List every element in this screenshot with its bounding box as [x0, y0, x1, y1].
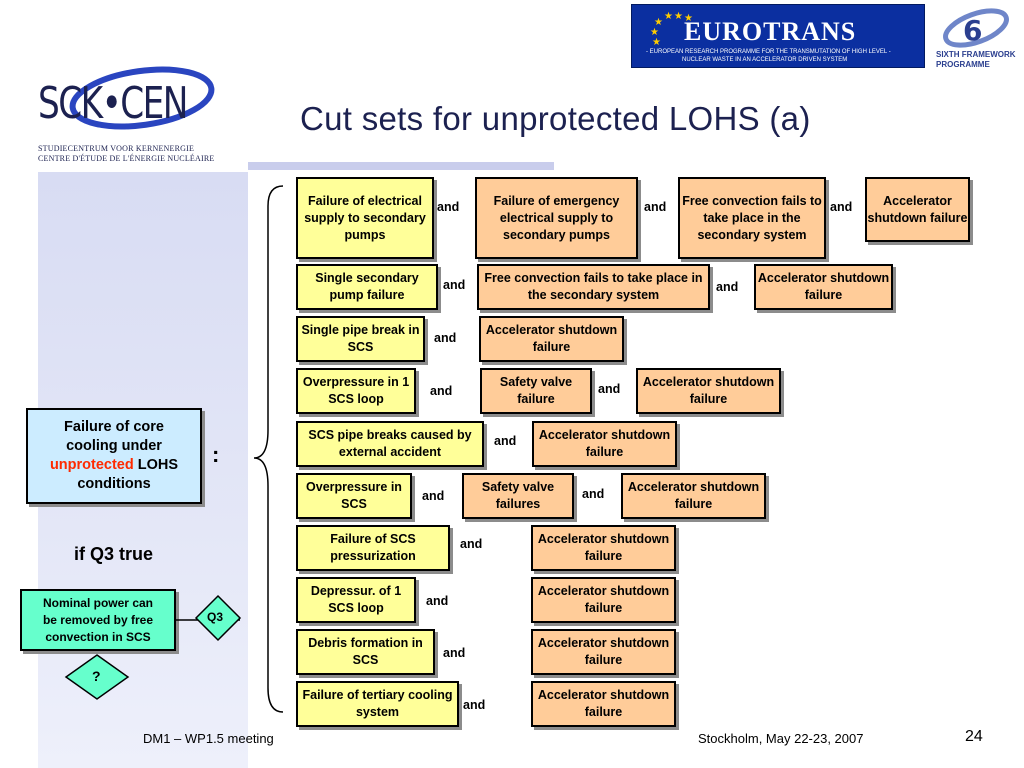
cut-box: Accelerator shutdown failure — [532, 421, 677, 467]
svg-text:★: ★ — [654, 17, 663, 28]
cut-box: Safety valve failure — [480, 368, 592, 414]
cut-box: Accelerator shutdown failure — [479, 316, 624, 362]
cut-box: Depressur. of 1 SCS loop — [296, 577, 416, 623]
sixth-framework-text: SIXTH FRAMEWORK PROGRAMME — [936, 50, 1016, 70]
core-lohs: LOHS — [133, 457, 179, 473]
cut-box: Single pipe break in SCS — [296, 316, 425, 362]
condition-label: if Q3 true — [74, 544, 154, 564]
cut-box: Free convection fails to take place in t… — [477, 264, 710, 310]
svg-text:6: 6 — [963, 14, 982, 47]
cut-box: Accelerator shutdown failure — [621, 473, 766, 519]
cut-box: Accelerator shutdown failure — [865, 177, 970, 242]
logo-swoosh-icon — [69, 66, 215, 130]
core-unprotected: unprotected — [49, 457, 134, 473]
title-underline-bar — [248, 162, 554, 170]
nominal-line2: be removed by free — [42, 612, 154, 627]
cut-box: Overpressure in SCS — [296, 473, 412, 519]
and-label: and — [598, 382, 621, 396]
question-label: ? — [92, 668, 101, 684]
and-label: and — [437, 200, 460, 214]
and-label: and — [716, 280, 739, 294]
cut-box: Accelerator shutdown failure — [531, 681, 676, 727]
logo-subtitle-2: CENTRE D'ÉTUDE DE L'ÉNERGIE NUCLÉAIRE — [38, 154, 215, 163]
cut-box: Single secondary pump failure — [296, 264, 438, 310]
svg-text:★: ★ — [652, 37, 661, 48]
cut-box: Overpressure in 1 SCS loop — [296, 368, 416, 414]
cut-box: SCS pipe breaks caused by external accid… — [296, 421, 484, 467]
nominal-power-box: Nominal power can be removed by free con… — [20, 589, 176, 651]
eurotrans-subtitle-2: NUCLEAR WASTE IN AN ACCELERATOR DRIVEN S… — [682, 57, 848, 63]
logo-name: SCK•CEN — [38, 78, 188, 129]
nominal-line3: convection in SCS — [45, 629, 151, 644]
cut-box: Accelerator shutdown failure — [531, 577, 676, 623]
colon-separator: : — [212, 442, 220, 467]
and-label: and — [434, 331, 457, 345]
footer-location-date: Stockholm, May 22-23, 2007 — [698, 731, 864, 746]
sixth-framework-logo-icon: 6 — [943, 8, 1009, 48]
nominal-line1: Nominal power can — [42, 595, 153, 610]
page-title: Cut sets for unprotected LOHS (a) — [300, 100, 811, 137]
eurotrans-subtitle-1: - EUROPEAN RESEARCH PROGRAMME FOR THE TR… — [646, 49, 891, 55]
footer-meeting: DM1 – WP1.5 meeting — [143, 731, 274, 746]
core-line1: Failure of core — [64, 419, 164, 435]
cut-box: Free convection fails to take place in t… — [678, 177, 826, 259]
cut-box: Safety valve failures — [462, 473, 574, 519]
and-label: and — [463, 698, 486, 712]
eurotrans-name: EUROTRANS — [684, 17, 857, 46]
core-cooling-failure-box: Failure of core cooling under unprotecte… — [26, 408, 202, 504]
and-label: and — [644, 200, 667, 214]
cut-box: Accelerator shutdown failure — [754, 264, 893, 310]
page-number: 24 — [965, 728, 983, 745]
core-line4: conditions — [77, 476, 151, 492]
cut-box: Debris formation in SCS — [296, 629, 435, 675]
cut-box: Failure of tertiary cooling system — [296, 681, 459, 727]
q3-diamond-icon — [194, 594, 242, 642]
logo-subtitle-1: STUDIECENTRUM VOOR KERNENERGIE — [38, 144, 195, 153]
cut-box: Accelerator shutdown failure — [531, 629, 676, 675]
and-label: and — [426, 594, 449, 608]
sck-cen-logo: SCK•CEN STUDIECENTRUM VOOR KERNENERGIE C… — [32, 52, 232, 172]
cut-box: Failure of emergency electrical supply t… — [475, 177, 638, 259]
and-label: and — [494, 434, 517, 448]
q3-label: Q3 — [207, 610, 224, 624]
and-label: and — [430, 384, 453, 398]
and-label: and — [460, 537, 483, 551]
svg-text:★: ★ — [664, 11, 673, 22]
fp6-line1: SIXTH FRAMEWORK — [936, 50, 1016, 59]
svg-text:★: ★ — [674, 11, 683, 22]
and-label: and — [443, 278, 466, 292]
question-diamond-icon — [64, 654, 130, 700]
and-label: and — [582, 487, 605, 501]
cut-box: Accelerator shutdown failure — [636, 368, 781, 414]
svg-text:★: ★ — [650, 27, 659, 38]
core-line2: cooling under — [66, 438, 162, 454]
cut-box: Accelerator shutdown failure — [531, 525, 676, 571]
and-label: and — [422, 489, 445, 503]
and-label: and — [830, 200, 853, 214]
fp6-line2: PROGRAMME — [936, 60, 990, 69]
cut-box: Failure of electrical supply to secondar… — [296, 177, 434, 259]
svg-text:★: ★ — [684, 13, 693, 24]
curly-brace-icon — [253, 185, 284, 713]
and-label: and — [443, 646, 466, 660]
cut-box: Failure of SCS pressurization — [296, 525, 450, 571]
eu-stars-icon: ★★★ ★★★ — [650, 11, 693, 48]
eurotrans-banner: ★★★ ★★★ EUROTRANS - EUROPEAN RESEARCH PR… — [631, 4, 925, 68]
